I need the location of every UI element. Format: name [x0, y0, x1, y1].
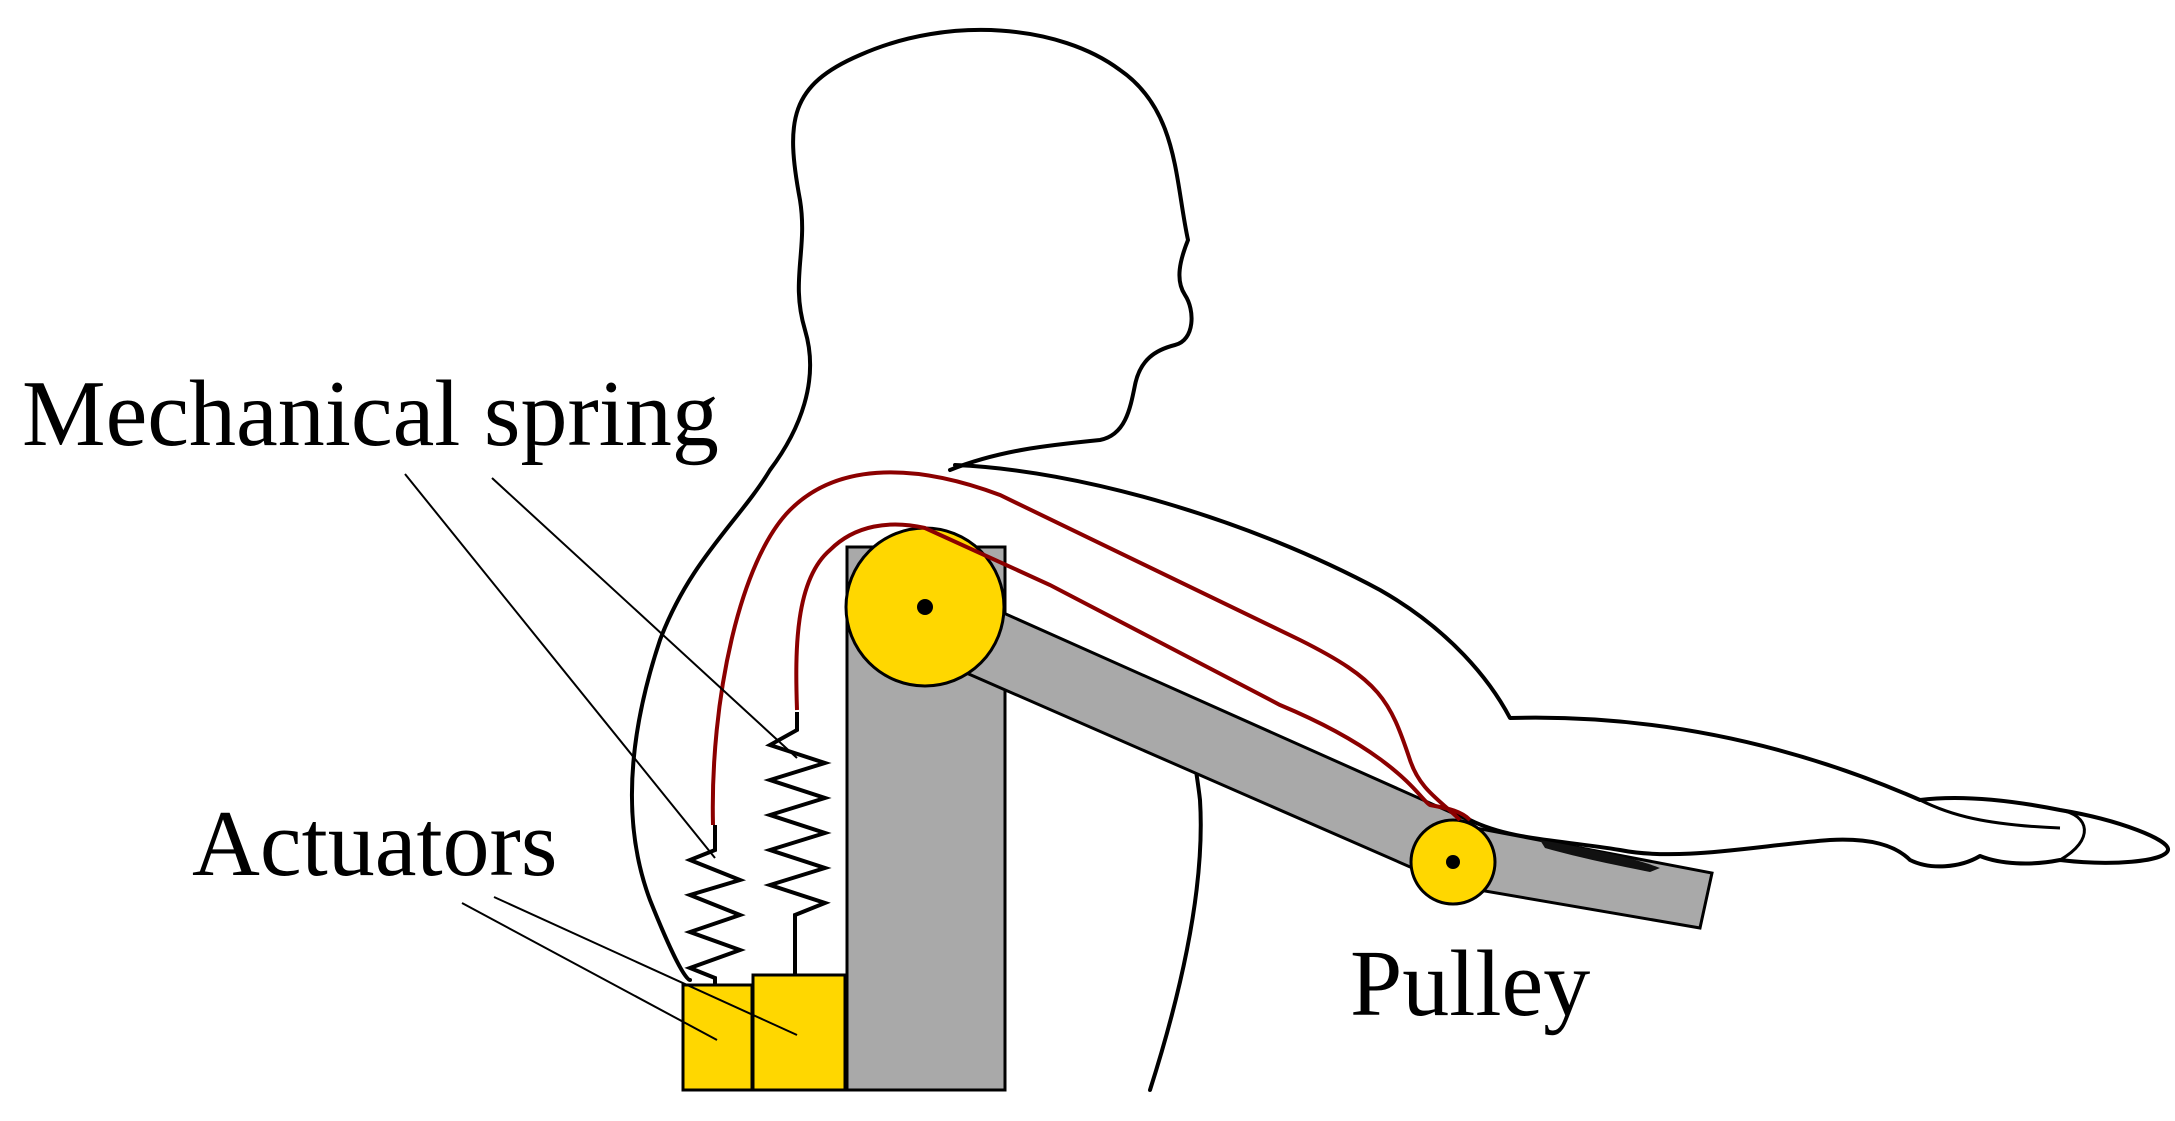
leader-line-actuator-right: [493, 896, 798, 1036]
leader-line-spring-left: [404, 473, 716, 859]
hand-finger-outline: [2059, 808, 2086, 862]
cable-inner: [794, 522, 1472, 822]
elbow-pulley-axle: [1446, 855, 1460, 869]
leader-line-spring-right: [491, 477, 798, 759]
actuator-left: [681, 983, 754, 1092]
arm-silhouette-outline: [953, 463, 2170, 869]
label-mechanical-spring: Mechanical spring: [22, 362, 719, 466]
leader-line-actuator-left: [461, 902, 718, 1041]
forearm-strap: [1540, 840, 1660, 872]
mechanical-spring-left: [683, 825, 747, 985]
hand-thumb-outline: [1919, 798, 2061, 830]
actuator-right: [751, 973, 847, 1092]
cable-outer: [710, 470, 1462, 826]
label-pulley: Pulley: [1350, 932, 1590, 1036]
mechanical-spring-right: [763, 712, 832, 975]
shoulder-pulley-axle: [917, 599, 933, 615]
label-actuators: Actuators: [192, 792, 557, 896]
